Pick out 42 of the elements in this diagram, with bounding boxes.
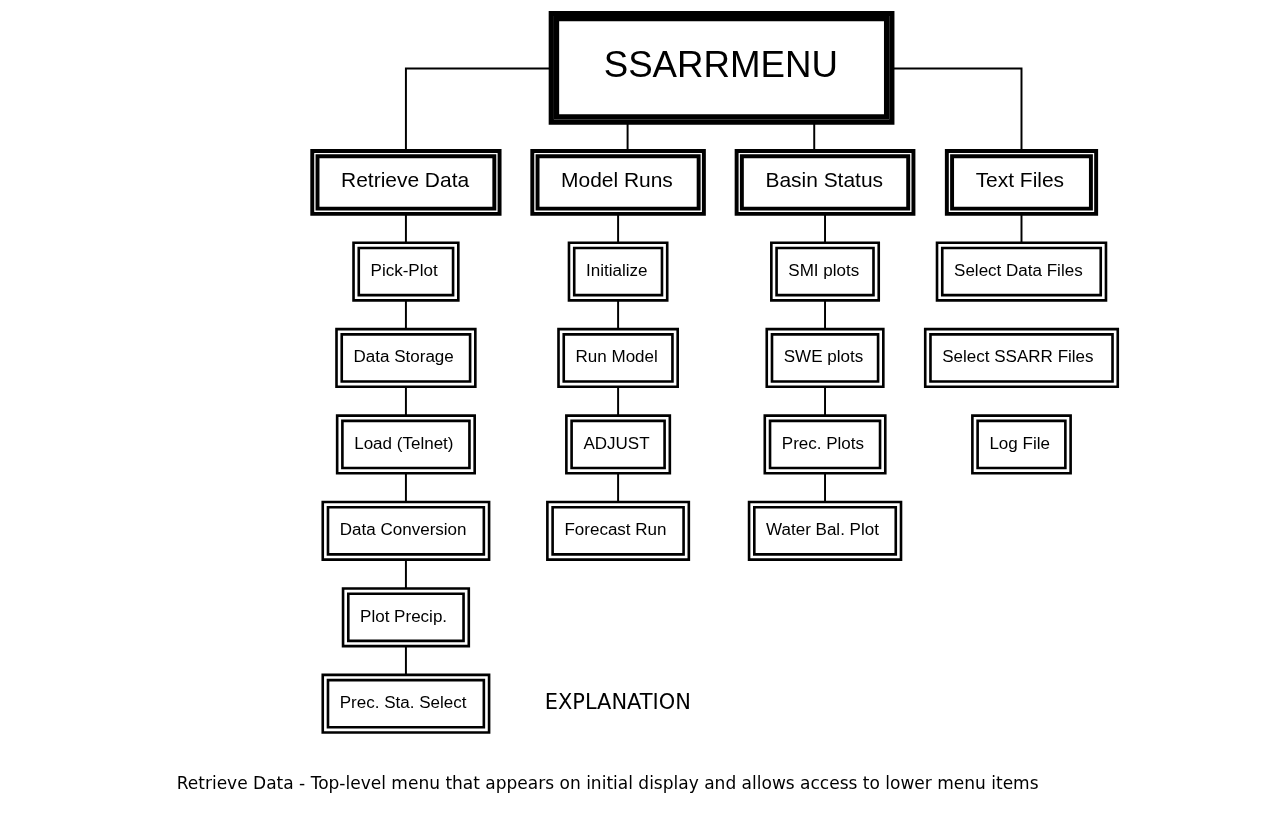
node-box: Plot Precip. (341, 587, 471, 648)
node-box: Retrieve Data (310, 149, 502, 216)
node-box: Model Runs (530, 149, 706, 216)
node-box: Data Storage (335, 327, 477, 389)
label: Retrieve Data - Top-level menu that appears on initial display and allows access to lower menu items (176, 773, 1039, 794)
connector (626, 121, 629, 152)
connector (824, 299, 826, 330)
node-box: Prec. Plots (763, 414, 887, 475)
connector (824, 213, 826, 244)
node-box: Log File (971, 414, 1072, 475)
node-box: Water Bal. Plot (747, 500, 903, 561)
connector (404, 213, 407, 244)
connector (617, 386, 620, 417)
connector (813, 121, 816, 152)
node-box: Select Data Files (935, 241, 1108, 302)
node-box: SMI plots (770, 241, 881, 302)
node-box: Select SSARR Files (923, 327, 1120, 389)
connector (404, 472, 407, 503)
connector (404, 559, 407, 590)
node-box: SWE plots (765, 327, 885, 389)
connector (617, 299, 620, 330)
connector (824, 472, 826, 503)
connector (617, 213, 620, 244)
connector (617, 472, 620, 503)
connector (891, 67, 1023, 152)
node-box: ADJUST (565, 414, 672, 475)
connector (404, 645, 407, 676)
connector (404, 386, 407, 417)
node-box: Load (Telnet) (335, 414, 476, 475)
node-box: Forecast Run (546, 500, 691, 561)
node-box: Data Conversion (321, 500, 491, 561)
node-box: Text Files (944, 149, 1099, 216)
node-box: Basin Status (734, 149, 916, 216)
connector (1020, 213, 1023, 244)
connector (404, 299, 407, 330)
node-box: Prec. Sta. Select (321, 673, 491, 734)
label: EXPLANATION (544, 689, 691, 714)
node-box: SSARRMENU (548, 10, 895, 125)
node-box: Initialize (567, 241, 669, 302)
connector (824, 386, 826, 417)
node-box: Run Model (557, 327, 679, 389)
node-box: Pick-Plot (352, 241, 460, 302)
